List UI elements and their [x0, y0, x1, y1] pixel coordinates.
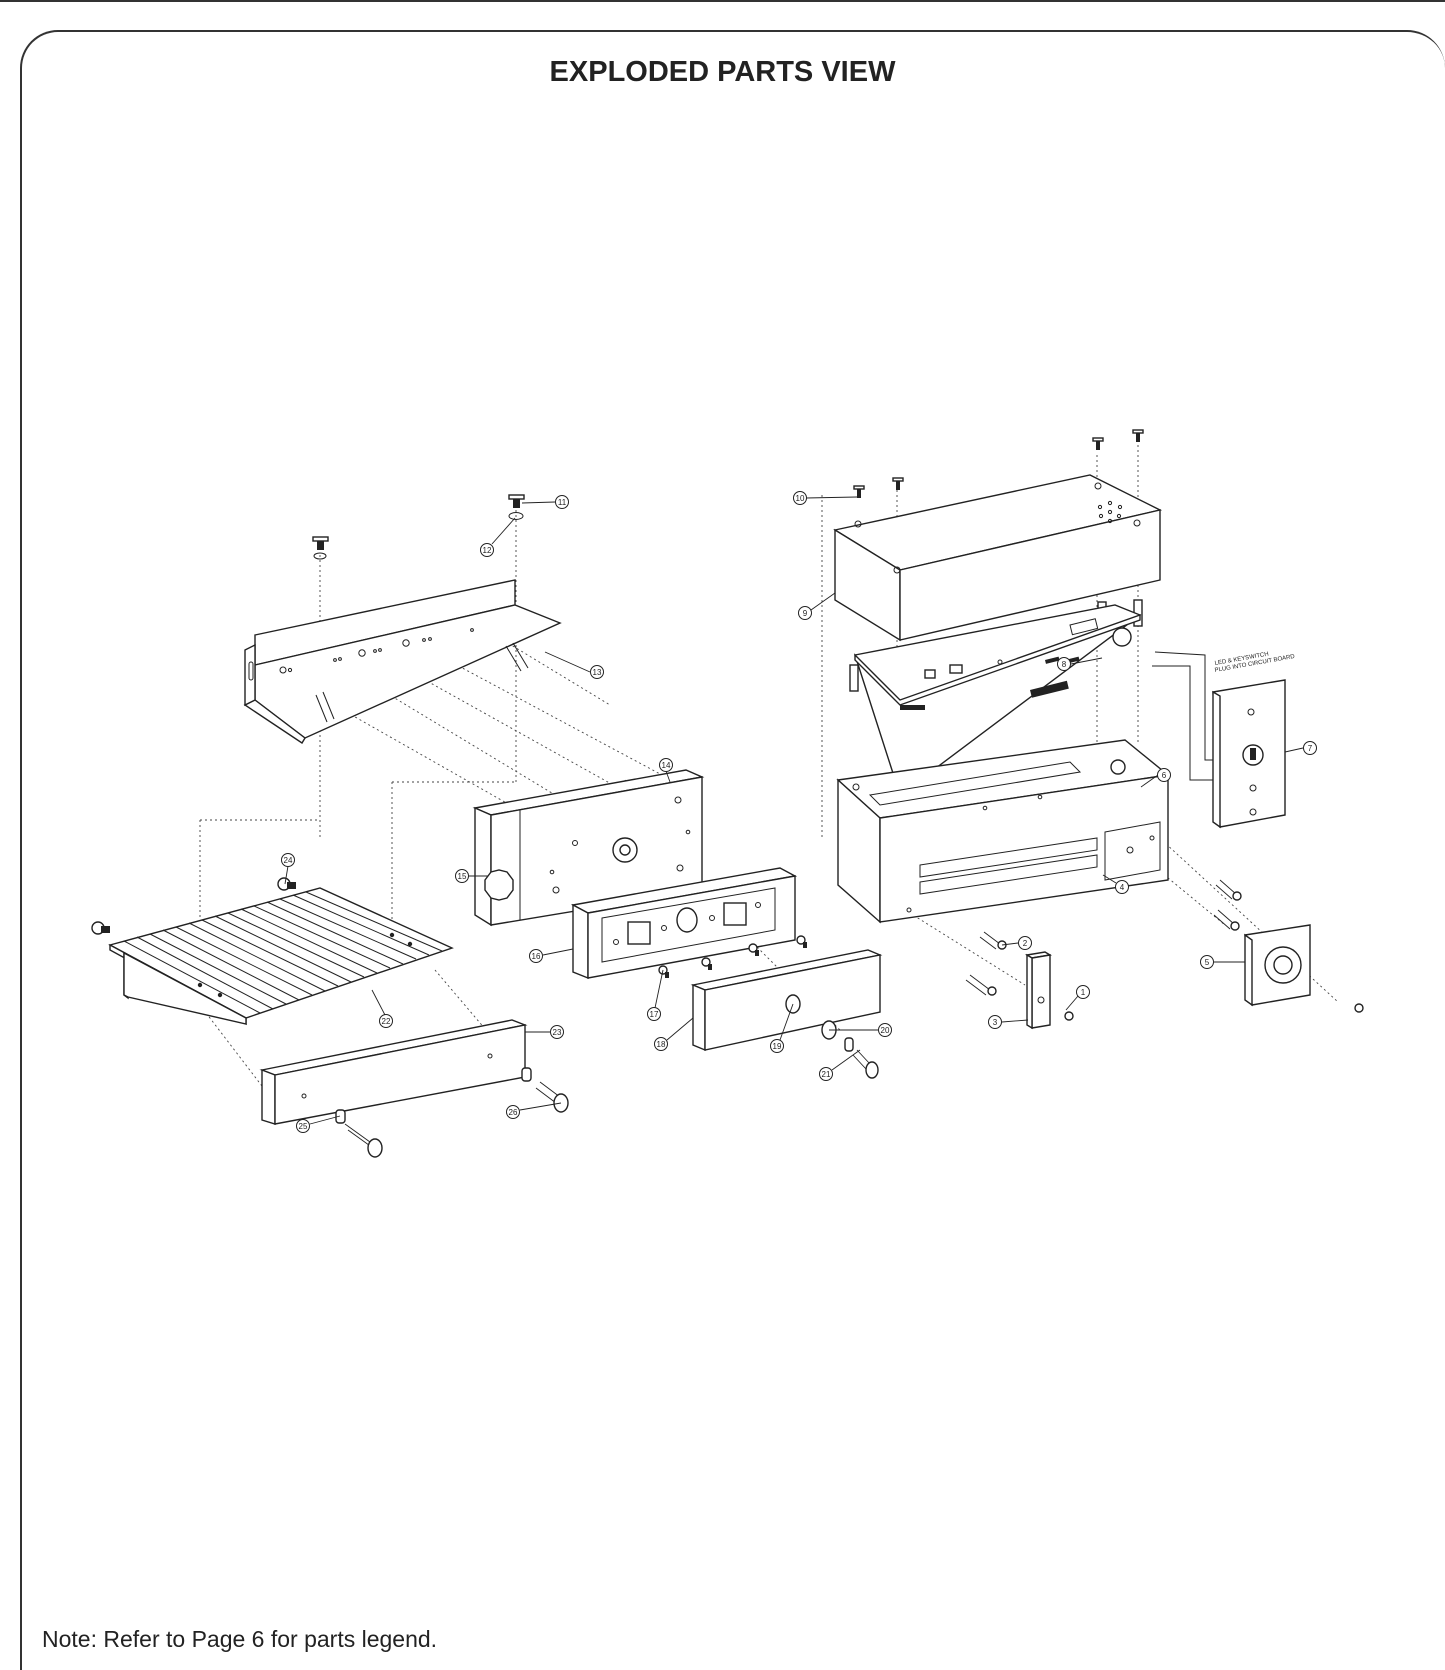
callout-leaders: [284, 496, 1304, 1125]
page-frame: [20, 30, 1445, 1670]
body-screws: [965, 879, 1364, 1021]
callout-4: 4: [1115, 880, 1129, 894]
callout-20: 20: [878, 1023, 892, 1037]
svg-text:19: 19: [773, 1042, 782, 1051]
svg-text:6: 6: [1162, 771, 1167, 780]
svg-text:14: 14: [662, 761, 671, 770]
bracket-screws: [312, 494, 525, 560]
callout-9: 9: [798, 606, 812, 620]
svg-text:4: 4: [1120, 883, 1125, 892]
callout-21: 21: [819, 1067, 833, 1081]
callout-22: 22: [379, 1014, 393, 1028]
l-bracket: [243, 579, 562, 744]
callout-17: 17: [647, 1007, 661, 1021]
svg-text:1: 1: [1081, 988, 1086, 997]
switch-plate: [1244, 924, 1311, 1007]
svg-text:24: 24: [284, 856, 293, 865]
callout-13: 13: [590, 665, 604, 679]
callout-11: 11: [555, 495, 569, 509]
svg-text:5: 5: [1205, 958, 1210, 967]
svg-text:11: 11: [558, 498, 567, 507]
callout-10: 10: [793, 491, 807, 505]
lower-armature-bar: [259, 1019, 532, 1125]
svg-text:10: 10: [796, 494, 805, 503]
svg-text:15: 15: [458, 872, 467, 881]
callout-23: 23: [550, 1025, 564, 1039]
svg-text:26: 26: [509, 1108, 518, 1117]
parts-legend-note: Note: Refer to Page 6 for parts legend.: [42, 1626, 438, 1652]
callout-12: 12: [480, 543, 494, 557]
svg-text:18: 18: [657, 1040, 666, 1049]
svg-text:12: 12: [483, 546, 492, 555]
svg-text:8: 8: [1062, 660, 1067, 669]
spacer-block: [472, 769, 705, 927]
svg-text:7: 7: [1308, 744, 1313, 753]
svg-text:22: 22: [382, 1017, 391, 1026]
top-rule: [0, 0, 1445, 2]
magnet-body: [836, 739, 1170, 924]
svg-text:23: 23: [553, 1028, 562, 1037]
page-title: EXPLODED PARTS VIEW: [549, 56, 896, 88]
callout-25: 25: [296, 1119, 310, 1133]
svg-text:20: 20: [881, 1026, 890, 1035]
callout-18: 18: [654, 1037, 668, 1051]
front-cover-bar: [690, 949, 883, 1079]
svg-text:2: 2: [1023, 939, 1028, 948]
assembly-lines: [199, 440, 1339, 1091]
svg-text:16: 16: [532, 952, 541, 961]
plate-3: [1025, 951, 1052, 1030]
callout-bubbles: 1 2 3 4 5 6 7 8 9 10 11 12 13 14 15 16 1…: [281, 491, 1317, 1133]
plate-screws: [91, 877, 296, 935]
front-housing: [570, 867, 798, 980]
svg-text:21: 21: [822, 1070, 831, 1079]
callout-15: 15: [455, 869, 469, 883]
housing-screws: [658, 935, 807, 978]
callout-5: 5: [1200, 955, 1214, 969]
svg-text:3: 3: [993, 1018, 998, 1027]
top-cover: [833, 474, 1163, 642]
callout-24: 24: [281, 853, 295, 867]
cover-screws: [853, 429, 1144, 498]
callout-6: 6: [1157, 768, 1171, 782]
callout-1: 1: [1076, 985, 1090, 999]
callout-2: 2: [1018, 936, 1032, 950]
keyswitch-plate: LED & KEYSWITCH PLUG INTO CIRCUIT BOARD: [1152, 651, 1296, 829]
ribbed-plate: [108, 887, 454, 1026]
callout-3: 3: [988, 1015, 1002, 1029]
svg-text:17: 17: [650, 1010, 659, 1019]
callout-19: 19: [770, 1039, 784, 1053]
circuit-board: [854, 604, 1142, 797]
svg-text:13: 13: [593, 668, 602, 677]
svg-text:9: 9: [803, 609, 808, 618]
callout-26: 26: [506, 1105, 520, 1119]
callout-16: 16: [529, 949, 543, 963]
callout-7: 7: [1303, 741, 1317, 755]
callout-14: 14: [659, 758, 673, 772]
svg-text:25: 25: [299, 1122, 308, 1131]
callout-8: 8: [1057, 657, 1071, 671]
